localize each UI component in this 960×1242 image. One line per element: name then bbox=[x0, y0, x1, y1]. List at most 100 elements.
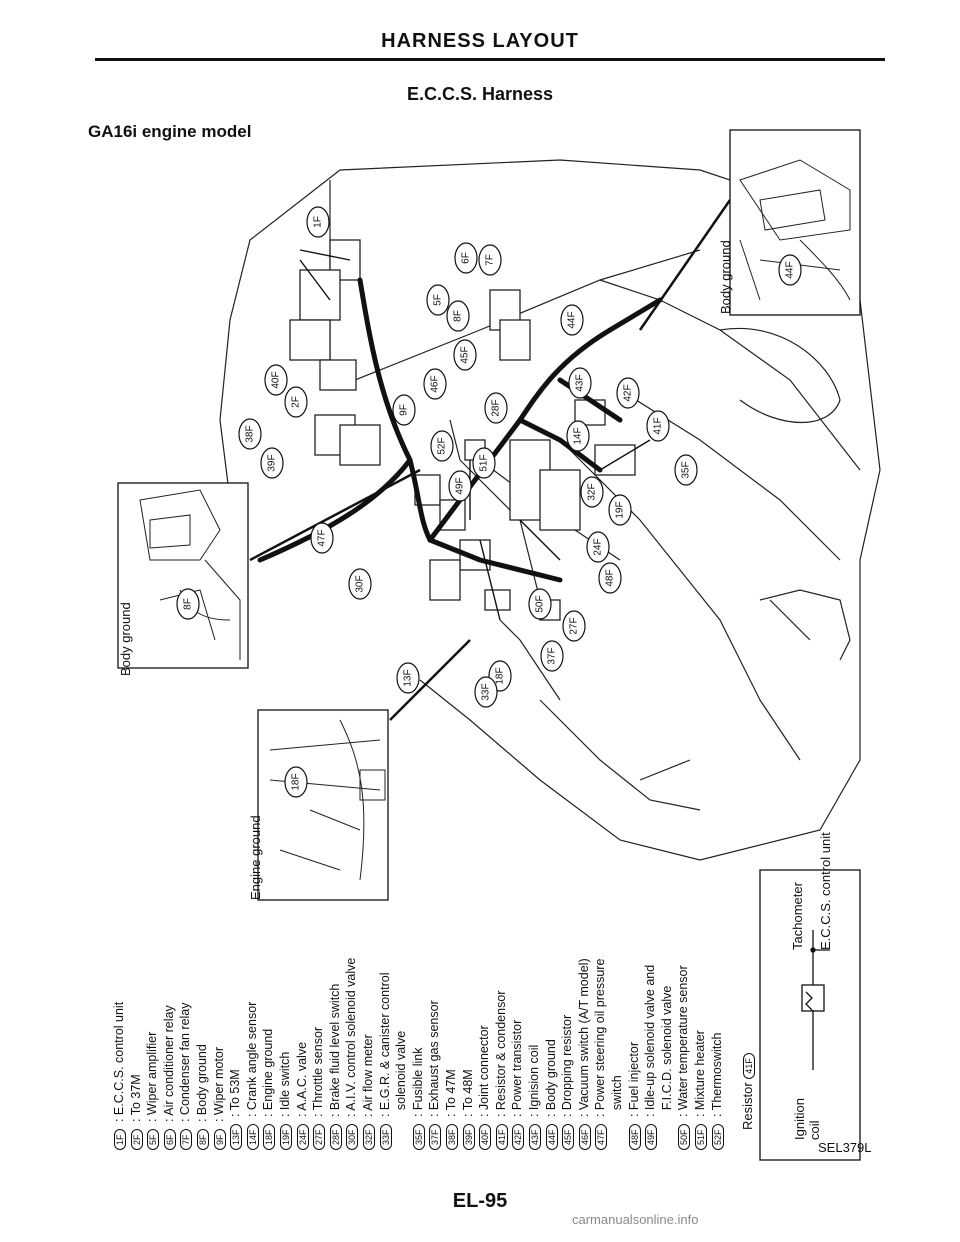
legend-item: 00F : solenoid valve bbox=[394, 1031, 408, 1150]
svg-text:48F: 48F bbox=[605, 569, 616, 586]
connector-callout-38f: 38F bbox=[238, 418, 262, 450]
legend-separator: : bbox=[410, 1110, 425, 1121]
svg-text:13F: 13F bbox=[403, 669, 414, 686]
legend-separator: : bbox=[543, 1110, 558, 1121]
resistor-label: Resistor bbox=[740, 1082, 755, 1130]
legend-item: 35F : Fusible link bbox=[411, 1048, 425, 1150]
legend-separator: : bbox=[178, 1115, 193, 1126]
legend-text: switch bbox=[610, 1075, 624, 1111]
connector-callout-2f: 2F bbox=[284, 386, 308, 418]
legend-code: 47F bbox=[595, 1124, 608, 1150]
svg-text:38F: 38F bbox=[245, 425, 256, 442]
connector-callout-44f: 44F bbox=[560, 304, 584, 336]
legend-code: 14F bbox=[246, 1124, 259, 1150]
legend-code: 44F bbox=[545, 1124, 558, 1150]
legend-code: 42F bbox=[512, 1124, 525, 1150]
legend-text: Resistor & condensor bbox=[493, 990, 508, 1111]
legend-separator: : bbox=[560, 1110, 575, 1121]
svg-text:18F: 18F bbox=[495, 667, 506, 684]
legend-code: 18F bbox=[263, 1124, 276, 1150]
connector-callout-30f: 30F bbox=[348, 568, 372, 600]
legend-text: Power steering oil pressure bbox=[593, 958, 608, 1111]
connector-callout-41f: 41F bbox=[646, 410, 670, 442]
connector-callout-45f: 45F bbox=[453, 339, 477, 371]
legend-text: Crank angle sensor bbox=[244, 1001, 259, 1111]
svg-text:41F: 41F bbox=[653, 417, 664, 434]
connector-callout-40f: 40F bbox=[264, 364, 288, 396]
legend-item: 5F : Wiper amplifier bbox=[145, 1032, 160, 1150]
legend-item: 2F : To 37M bbox=[129, 1074, 143, 1150]
legend-text: Thermoswitch bbox=[709, 1032, 724, 1111]
svg-text:39F: 39F bbox=[267, 454, 278, 471]
svg-text:6F: 6F bbox=[461, 252, 472, 264]
legend-text: To 53M bbox=[228, 1069, 243, 1111]
legend-text: Fusible link bbox=[410, 1047, 425, 1111]
connector-callout-37f: 37F bbox=[540, 640, 564, 672]
legend-code: 13F bbox=[230, 1124, 243, 1150]
legend-item: 24F : A.A.C. valve bbox=[295, 1042, 309, 1150]
connector-callout-52f: 52F bbox=[430, 430, 454, 462]
legend-item: 37F : Exhaust gas sensor bbox=[427, 1000, 442, 1150]
legend-text: F.I.C.D. solenoid valve bbox=[659, 985, 674, 1111]
svg-text:9F: 9F bbox=[399, 404, 410, 416]
legend-separator: : bbox=[311, 1110, 326, 1121]
connector-callout-35f: 35F bbox=[674, 454, 698, 486]
svg-text:45F: 45F bbox=[460, 346, 471, 363]
svg-text:8F: 8F bbox=[453, 310, 464, 322]
legend-code: 48F bbox=[628, 1124, 641, 1150]
svg-text:1F: 1F bbox=[313, 216, 324, 228]
legend-text: Mixture heater bbox=[693, 1030, 707, 1111]
legend-separator: : bbox=[244, 1110, 259, 1121]
legend-code: 1F bbox=[114, 1129, 126, 1150]
legend-separator: : bbox=[709, 1110, 724, 1121]
legend-item: 1F : E.C.C.S. control unit bbox=[112, 1002, 126, 1150]
legend-item: 28F : Brake fluid level switch bbox=[328, 984, 342, 1150]
connector-callout-8f: 8F bbox=[446, 300, 470, 332]
svg-text:33F: 33F bbox=[481, 683, 492, 700]
legend-code: 27F bbox=[313, 1124, 326, 1150]
legend-separator: : bbox=[211, 1115, 226, 1126]
legend-item: 00F : switch bbox=[610, 1075, 624, 1150]
legend-item: 46F : Vacuum switch (A/T model) bbox=[577, 958, 591, 1150]
legend-separator: : bbox=[676, 1110, 691, 1121]
legend-code: 33F bbox=[379, 1124, 392, 1150]
svg-text:43F: 43F bbox=[575, 374, 586, 391]
legend-separator: : bbox=[112, 1115, 126, 1126]
legend-text: Body ground bbox=[195, 1044, 209, 1116]
connector-callout-46f: 46F bbox=[423, 368, 447, 400]
legend-item: 27F : Throttle sensor bbox=[311, 1027, 326, 1150]
legend-separator: : bbox=[161, 1115, 176, 1126]
legend-item: 39F : To 48M bbox=[461, 1069, 475, 1150]
legend-separator: : bbox=[427, 1110, 442, 1121]
legend-code: 37F bbox=[429, 1124, 442, 1150]
connector-callout-24f: 24F bbox=[586, 531, 610, 563]
body-ground-left-label: Body ground bbox=[118, 602, 133, 676]
svg-text:28F: 28F bbox=[491, 399, 502, 416]
svg-text:46F: 46F bbox=[430, 375, 441, 392]
legend-item: 30F : A.I.V. control solenoid valve bbox=[344, 958, 359, 1150]
legend-item: 00F : F.I.C.D. solenoid valve bbox=[660, 986, 674, 1150]
legend-separator: : bbox=[626, 1110, 641, 1121]
svg-text:19F: 19F bbox=[615, 501, 626, 518]
inset-callout-18f: 18F bbox=[284, 766, 308, 798]
legend-separator: : bbox=[460, 1110, 475, 1121]
watermark: carmanualsonline.info bbox=[572, 1212, 699, 1227]
body-ground-right-label: Body ground bbox=[718, 240, 733, 314]
legend-item: 32F : Air flow meter bbox=[361, 1034, 375, 1150]
legend-code: 49F bbox=[645, 1124, 658, 1150]
legend-code: 28F bbox=[329, 1124, 342, 1150]
legend-item: 13F : To 53M bbox=[228, 1069, 243, 1150]
svg-text:5F: 5F bbox=[433, 294, 444, 306]
svg-text:2F: 2F bbox=[291, 396, 302, 408]
connector-callout-5f: 5F bbox=[426, 284, 450, 316]
engine-model-label: GA16i engine model bbox=[88, 122, 252, 141]
connector-callout-9f: 9F bbox=[392, 394, 416, 426]
legend-text: Condenser fan relay bbox=[178, 1002, 193, 1116]
svg-text:49F: 49F bbox=[455, 477, 466, 494]
legend-code: 19F bbox=[280, 1124, 292, 1150]
legend-text: To 48M bbox=[460, 1069, 475, 1111]
svg-text:27F: 27F bbox=[569, 617, 580, 634]
legend-text: Dropping resistor bbox=[560, 1014, 575, 1111]
svg-text:44F: 44F bbox=[567, 311, 578, 328]
